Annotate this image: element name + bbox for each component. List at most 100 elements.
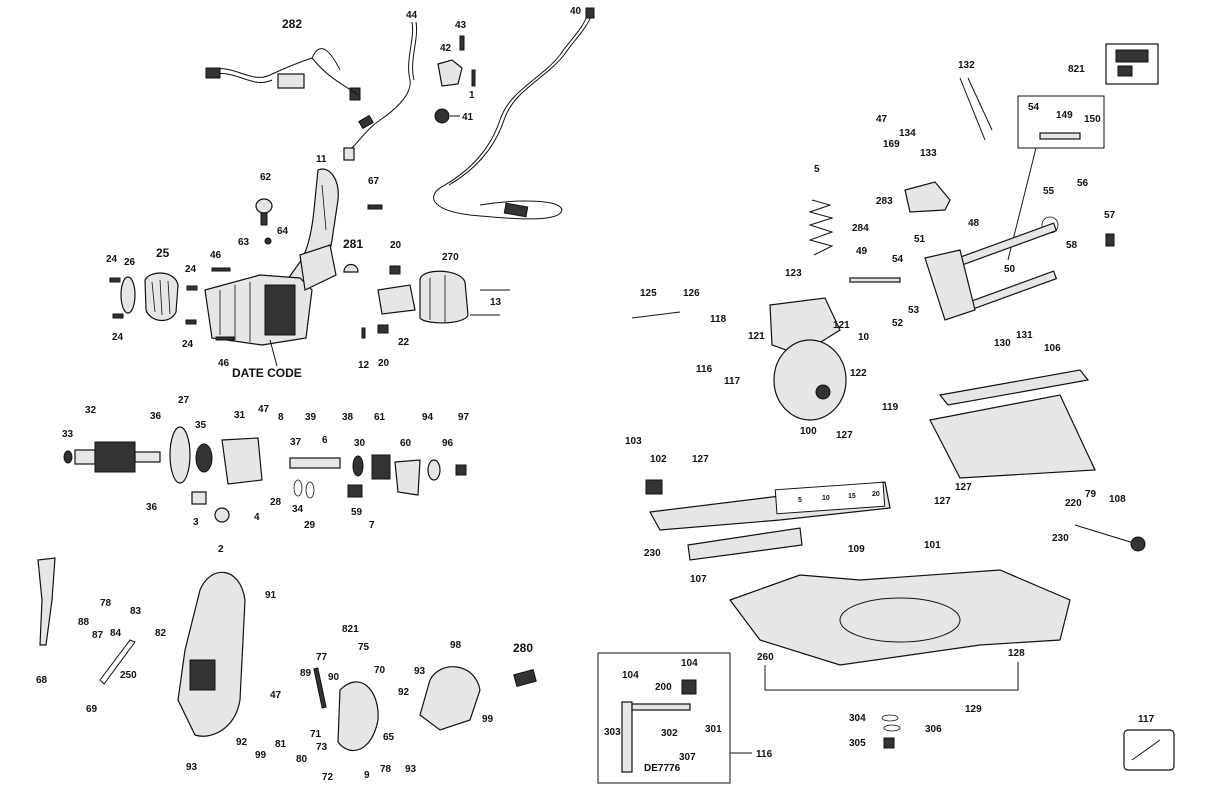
callout-93b: 93: [405, 764, 417, 775]
callout-5: 5: [814, 164, 820, 175]
callout-77: 77: [316, 652, 328, 663]
callout-50: 50: [1004, 264, 1016, 275]
callout-24c: 24: [112, 332, 124, 343]
callout-55: 55: [1043, 186, 1055, 197]
callout-301: 200: [655, 682, 672, 693]
knob-41: [434, 108, 450, 124]
brush-holder-22: [377, 284, 416, 315]
callout-9: 99: [255, 750, 267, 761]
callout-33: 33: [62, 429, 74, 440]
callout-79: 72: [322, 772, 334, 783]
callout-61: 61: [374, 412, 386, 423]
callout-65: 81: [275, 739, 287, 750]
callout-11: 11: [316, 154, 327, 165]
hub-100: [773, 339, 847, 421]
callout-284: 284: [852, 223, 869, 234]
callout-128: 109: [848, 544, 865, 555]
link-250: [99, 639, 136, 685]
callout-200: 129: [965, 704, 982, 715]
callout-126: 126: [683, 288, 700, 299]
callout-99: 99: [482, 714, 494, 725]
callout-69: 250: [120, 670, 137, 681]
callout-94: 94: [422, 412, 434, 423]
callout-283: 283: [876, 196, 893, 207]
callout-116b: 305: [849, 738, 866, 749]
detail-box-300: [597, 652, 731, 784]
callout-80: 73: [316, 742, 328, 753]
callout-59: 59: [351, 507, 363, 518]
screw-1: [471, 69, 476, 87]
callout-121b: 121: [833, 320, 850, 331]
callout-46b: 46: [218, 358, 230, 369]
callout-63: 63: [238, 237, 250, 248]
callout-88: 88: [78, 617, 90, 628]
callout-230: 79: [1085, 489, 1097, 500]
callout-58: 58: [1066, 240, 1078, 251]
callout-169: 169: [883, 139, 900, 150]
callout-800: 117: [1138, 714, 1155, 725]
switch-42: [437, 59, 463, 87]
callout-67: 67: [368, 176, 380, 187]
callout-62: 62: [260, 172, 272, 183]
motor-housing: [204, 244, 337, 346]
ruler-20: 20: [872, 491, 880, 498]
callout-49: 49: [856, 246, 868, 257]
callout-98: 98: [450, 640, 462, 651]
callout-68: 82: [155, 628, 167, 639]
callout-71: 65: [383, 732, 395, 743]
cover-60: [394, 459, 421, 496]
callout-89: 89: [300, 668, 312, 679]
field-270: [419, 270, 469, 324]
fan-27: [169, 426, 191, 484]
callout-96: 96: [442, 438, 454, 449]
callout-91: 91: [265, 590, 277, 601]
callout-13: 13: [490, 297, 502, 308]
callout-260: 107: [690, 574, 707, 585]
callout-81: 71: [310, 729, 322, 740]
label-280: [513, 669, 537, 687]
ruler: [774, 481, 886, 515]
callout-118b: 306: [925, 724, 942, 735]
detail-box: [1017, 95, 1105, 149]
gear-61: [371, 454, 391, 480]
callout-12: 12: [358, 360, 370, 371]
callout-24: 24: [106, 254, 118, 265]
callout-821: 821: [342, 624, 359, 635]
knob-62: [255, 198, 273, 214]
callout-100: 100: [800, 426, 817, 437]
callout-7: 7: [369, 520, 375, 531]
callout-104b: 128: [1008, 648, 1025, 659]
callout-127b: 127: [836, 430, 853, 441]
arm-73: [177, 571, 246, 737]
gear-case-31: [221, 437, 263, 485]
callout-305: 307: [679, 752, 696, 763]
callout-20: 20: [390, 240, 402, 251]
callout-32: 32: [85, 405, 97, 416]
armature-32: [74, 441, 161, 473]
callout-131: 131: [1016, 330, 1033, 341]
callout-149: 149: [1056, 110, 1073, 121]
fan-baffle-25: [144, 272, 179, 321]
callout-27: 27: [178, 395, 190, 406]
callout-304: 302: [661, 728, 678, 739]
callout-25: 25: [156, 246, 170, 260]
plate-3: [191, 491, 207, 505]
callout-125: 125: [640, 288, 657, 299]
callout-39: 39: [305, 412, 317, 423]
callout-70: 70: [374, 665, 386, 676]
callout-29: 29: [304, 520, 316, 531]
callout-36: 36: [150, 411, 162, 422]
pin-67: [367, 204, 383, 210]
callout-109: 230: [1052, 533, 1069, 544]
callout-78b: 78: [380, 764, 392, 775]
callout-73: 93: [186, 762, 198, 773]
table-220: [929, 394, 1096, 479]
callout-56: 56: [1077, 178, 1089, 189]
callout-307: 303: [604, 727, 621, 738]
callout-36b: 36: [146, 502, 158, 513]
callout-30: 30: [354, 438, 366, 449]
cord-44: [343, 21, 418, 161]
callout-34: 34: [292, 504, 304, 515]
callout-97: 97: [458, 412, 470, 423]
brush-20: [389, 265, 401, 275]
